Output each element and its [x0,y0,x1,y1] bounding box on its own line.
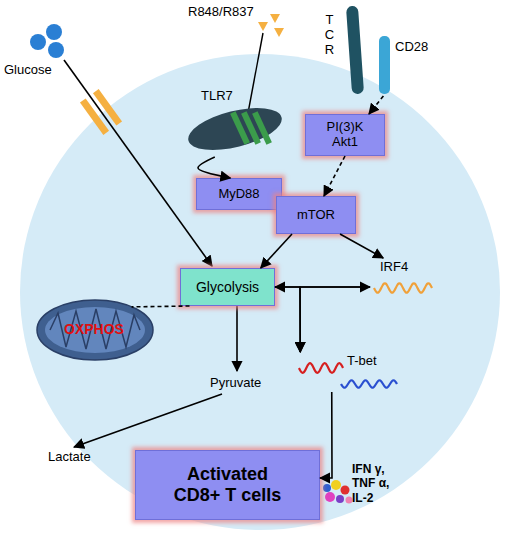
process-box: Glycolysis [180,268,275,306]
node-shape [343,4,367,96]
node-label: PI(3)K Akt1 [320,120,370,150]
node-label: T-bet [347,354,377,369]
node-label: CD28 [395,40,428,55]
cytokine-dot [325,492,335,502]
arrow-connector [261,234,292,268]
node-shape [183,91,289,157]
process-box: mTOR [276,196,356,234]
pyruvate-arrow [236,306,238,371]
node-label: TLR7 [201,89,233,104]
receptor-chain: TCR [343,4,367,96]
glucose-molecule [46,24,62,40]
receptor-chain-shape [379,36,390,94]
cytokine-dot [331,480,341,490]
arrow-connector [275,287,300,352]
arrow-connector [300,287,370,352]
mrna-transcript: T-bet [295,352,400,392]
glucose-molecule [30,34,46,50]
lactate-arrow [74,394,222,447]
free-label: R848/R837 [188,4,254,20]
mrna-transcript: IRF4 [370,258,436,300]
ligand-triangle [274,28,284,37]
glucose-molecule [48,42,64,58]
node-label: IRF4 [380,260,408,275]
arrow-connector [369,96,383,114]
free-label: Glucose [4,62,52,78]
glucose-uptake-arrow [64,60,212,266]
mrna-wave [341,380,397,387]
receptor-shape [184,100,286,158]
arrow-connector [324,156,345,196]
mitochondrion-cristae [50,309,140,349]
process-box: PI(3)K Akt1 [305,114,385,156]
arrow-connector [320,392,332,478]
receptor: TLR7 [183,91,289,157]
cytokine-dot [341,486,350,495]
cytokine-dot [323,484,331,492]
cytokine-dot [346,497,353,504]
arrow-connector [198,157,230,178]
arrow-connector [340,234,383,258]
free-label: Pyruvate [210,375,261,391]
mitochondrion: OXPHOS [34,297,156,363]
process-box: MyD88 [196,178,282,210]
receptor-chain: CD28 [377,34,393,96]
mrna-wave [374,283,432,292]
ligand-triangle [258,22,268,31]
node-label: TCR [321,12,336,57]
node-label: Glycolysis [196,279,259,295]
node-shape [377,34,393,96]
receptor-domain [252,111,272,144]
outcome-box: Activated CD8+ T cells [135,450,320,520]
node-label: OXPHOS [64,321,124,337]
cytokine-dot [336,495,344,503]
node-label: MyD88 [218,187,259,202]
ligand-triangle [270,14,280,23]
ligand-line [248,33,263,113]
mitochondrion-inner [45,307,145,353]
free-label: IFN γ, TNF α, IL-2 [352,462,402,505]
node-label: mTOR [297,208,335,223]
arrow-connector [275,286,370,288]
free-label: Lactate [48,449,91,465]
mrna-wave [299,363,343,373]
cell-body [20,54,500,530]
node-label: Activated CD8+ T cells [166,464,289,505]
mitochondrion-outer [37,300,153,360]
receptor-chain-shape [346,6,364,95]
arrow-connector [132,305,190,307]
